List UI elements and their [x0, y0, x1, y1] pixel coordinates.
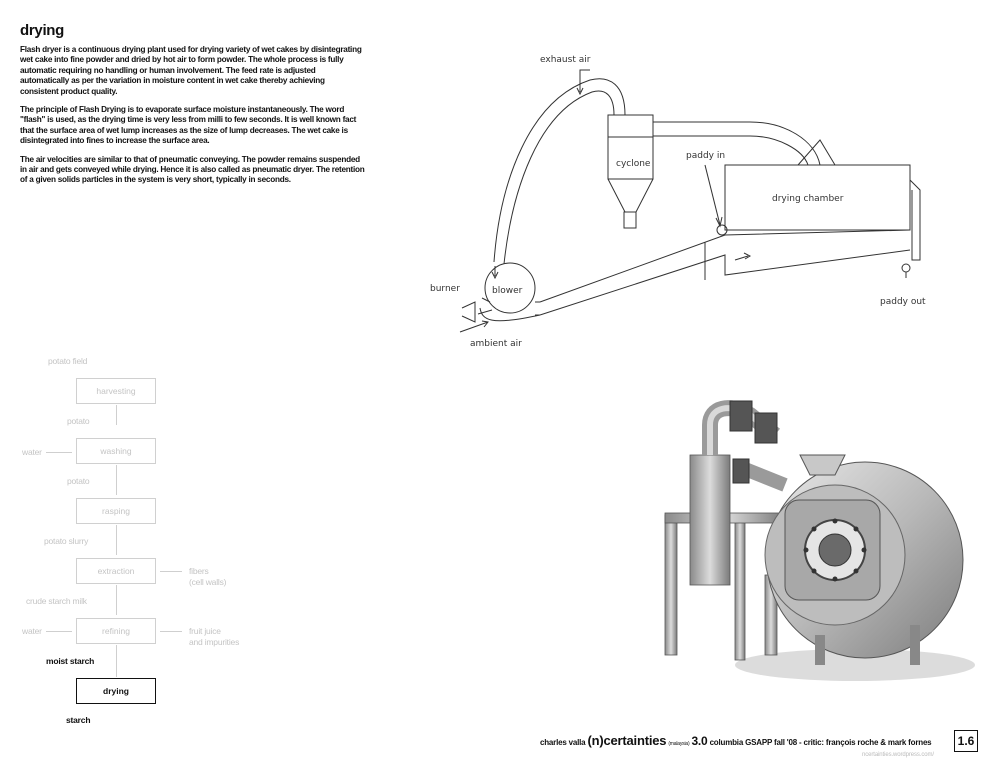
footer-place: (malaysia): [668, 741, 690, 747]
flow-label-water: water: [22, 447, 42, 457]
flow-label-cell-walls: (cell walls): [189, 577, 227, 587]
flow-label-potato-slurry: potato slurry: [44, 536, 89, 546]
footer-course: columbia GSAPP fall '08 - critic: franço…: [709, 738, 932, 747]
flash-dryer-machine-image: [664, 400, 975, 681]
footer-url: ncertainties.wordpress.com/: [862, 752, 934, 758]
flow-step-harvesting: harvesting: [76, 378, 156, 404]
flow-connector: [116, 405, 117, 425]
schematic-label-drying-chamber: drying chamber: [772, 194, 844, 204]
schematic-label-paddy-in: paddy in: [686, 151, 725, 161]
footer-credits: charles valla (n)certainties (malaysia) …: [540, 733, 950, 748]
flow-connector: [116, 525, 117, 555]
flow-output-line: [160, 631, 182, 632]
flow-output-line: [160, 571, 182, 572]
schematic-label-ambient-air: ambient air: [470, 339, 522, 349]
description-text: Flash dryer is a continuous drying plant…: [20, 45, 365, 194]
flow-label-potato: potato: [67, 416, 90, 426]
flow-label-fibers: fibers: [189, 566, 209, 576]
flow-label-impurities: and impurities: [189, 637, 240, 647]
flow-label-potato-field: potato field: [48, 356, 88, 366]
page-title: drying: [20, 22, 65, 39]
schematic-label-paddy-out: paddy out: [880, 297, 926, 307]
flow-step-drying: drying: [76, 678, 156, 704]
flow-label-potato-2: potato: [67, 476, 90, 486]
flow-label-water-2: water: [22, 626, 42, 636]
flow-connector: [116, 585, 117, 615]
flow-label-crude-starch-milk: crude starch milk: [26, 596, 87, 606]
flow-step-washing: washing: [76, 438, 156, 464]
footer-project: (n)certainties: [587, 733, 667, 748]
schematic-label-burner: burner: [430, 284, 460, 294]
schematic-label-blower: blower: [492, 286, 523, 296]
footer-author: charles valla: [540, 738, 586, 747]
flow-step-extraction: extraction: [76, 558, 156, 584]
flow-connector: [116, 465, 117, 495]
paragraph-1: Flash dryer is a continuous drying plant…: [20, 45, 362, 96]
flow-label-moist-starch: moist starch: [46, 656, 95, 666]
flow-label-fruit-juice: fruit juice: [189, 626, 221, 636]
flow-connector: [116, 645, 117, 677]
page-number: 1.6: [954, 730, 978, 752]
flow-input-line: [46, 631, 72, 632]
schematic-label-cyclone: cyclone: [616, 159, 651, 169]
flow-step-rasping: rasping: [76, 498, 156, 524]
paragraph-2: The principle of Flash Drying is to evap…: [20, 105, 357, 146]
flow-label-starch: starch: [66, 715, 91, 725]
flow-step-refining: refining: [76, 618, 156, 644]
footer-version: 3.0: [691, 734, 708, 748]
flash-dryer-schematic: exhaust air cyclone paddy in drying cham…: [430, 55, 926, 349]
schematic-label-exhaust-air: exhaust air: [540, 55, 591, 65]
process-flow-diagram: potato field harvesting potato water was…: [0, 350, 300, 740]
flow-input-line: [46, 452, 72, 453]
paragraph-3: The air velocities are similar to that o…: [20, 154, 365, 185]
